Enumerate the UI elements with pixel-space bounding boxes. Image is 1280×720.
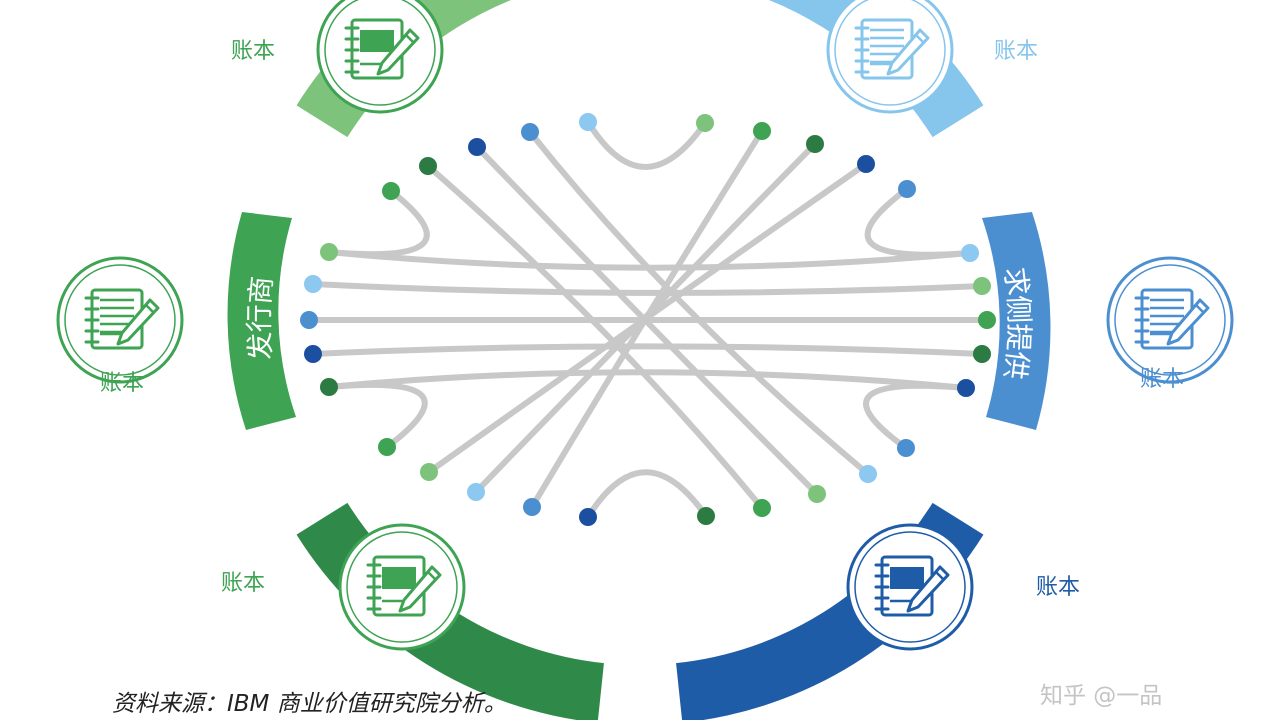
node-dot — [806, 135, 824, 153]
node-dot — [468, 138, 486, 156]
ledger-icons: 账本账本账本账本账本账本 — [56, 0, 1234, 651]
ledger-label: 账本 — [231, 39, 275, 64]
node-dot — [808, 485, 826, 503]
node-dot — [521, 123, 539, 141]
node-dot — [898, 180, 916, 198]
connector-line — [527, 129, 871, 477]
node-dot — [420, 463, 438, 481]
node-dot — [957, 379, 975, 397]
segment-label: 发行商 — [243, 275, 279, 362]
node-dot — [973, 345, 991, 363]
connector-line — [426, 161, 869, 475]
node-dot — [859, 465, 877, 483]
ring-segment-3 — [982, 212, 1051, 430]
ledger-label: 账本 — [221, 571, 265, 596]
node-dot — [419, 157, 437, 175]
node-dot — [696, 114, 714, 132]
connector-line — [863, 382, 969, 451]
node-dot — [857, 155, 875, 173]
node-dot — [753, 499, 771, 517]
notebook-pencil-icon — [316, 0, 444, 114]
notebook-pencil-icon — [1106, 256, 1234, 384]
node-dot — [320, 243, 338, 261]
ring-segment-2 — [768, 0, 984, 138]
connector-line — [864, 186, 973, 258]
node-dot — [579, 508, 597, 526]
node-dot — [579, 113, 597, 131]
node-dot — [897, 439, 915, 457]
ledger-label: 账本 — [100, 371, 144, 396]
connector-line — [585, 119, 708, 170]
connector-lines — [306, 119, 990, 520]
ledger-label: 账本 — [994, 39, 1038, 64]
notebook-pencil-icon — [56, 256, 184, 384]
connection-nodes — [300, 113, 996, 526]
node-dot — [978, 311, 996, 329]
connector-line — [310, 343, 985, 357]
node-dot — [697, 507, 715, 525]
ledger-label: 账本 — [1036, 575, 1080, 600]
node-dot — [378, 438, 396, 456]
node-dot — [961, 244, 979, 262]
node-dot — [300, 311, 318, 329]
node-dot — [467, 483, 485, 501]
notebook-pencil-icon — [846, 523, 974, 651]
connector-line — [326, 188, 430, 258]
node-dot — [304, 275, 322, 293]
node-dot — [523, 498, 541, 516]
notebook-pencil-icon — [338, 523, 466, 651]
connector-line — [326, 381, 428, 450]
node-dot — [753, 122, 771, 140]
connector-line — [425, 163, 765, 511]
connector-line — [310, 281, 985, 296]
node-dot — [304, 345, 322, 363]
zhihu-watermark: 知乎 @一品 — [1040, 683, 1163, 709]
node-dot — [382, 182, 400, 200]
source-caption: 资料来源：IBM 商业价值研究院分析。 — [112, 691, 507, 717]
node-dot — [973, 277, 991, 295]
connector-line — [585, 469, 709, 520]
ledger-label: 账本 — [1140, 367, 1184, 392]
ring-segment-6 — [227, 212, 296, 430]
node-dot — [320, 378, 338, 396]
notebook-pencil-icon — [826, 0, 954, 114]
